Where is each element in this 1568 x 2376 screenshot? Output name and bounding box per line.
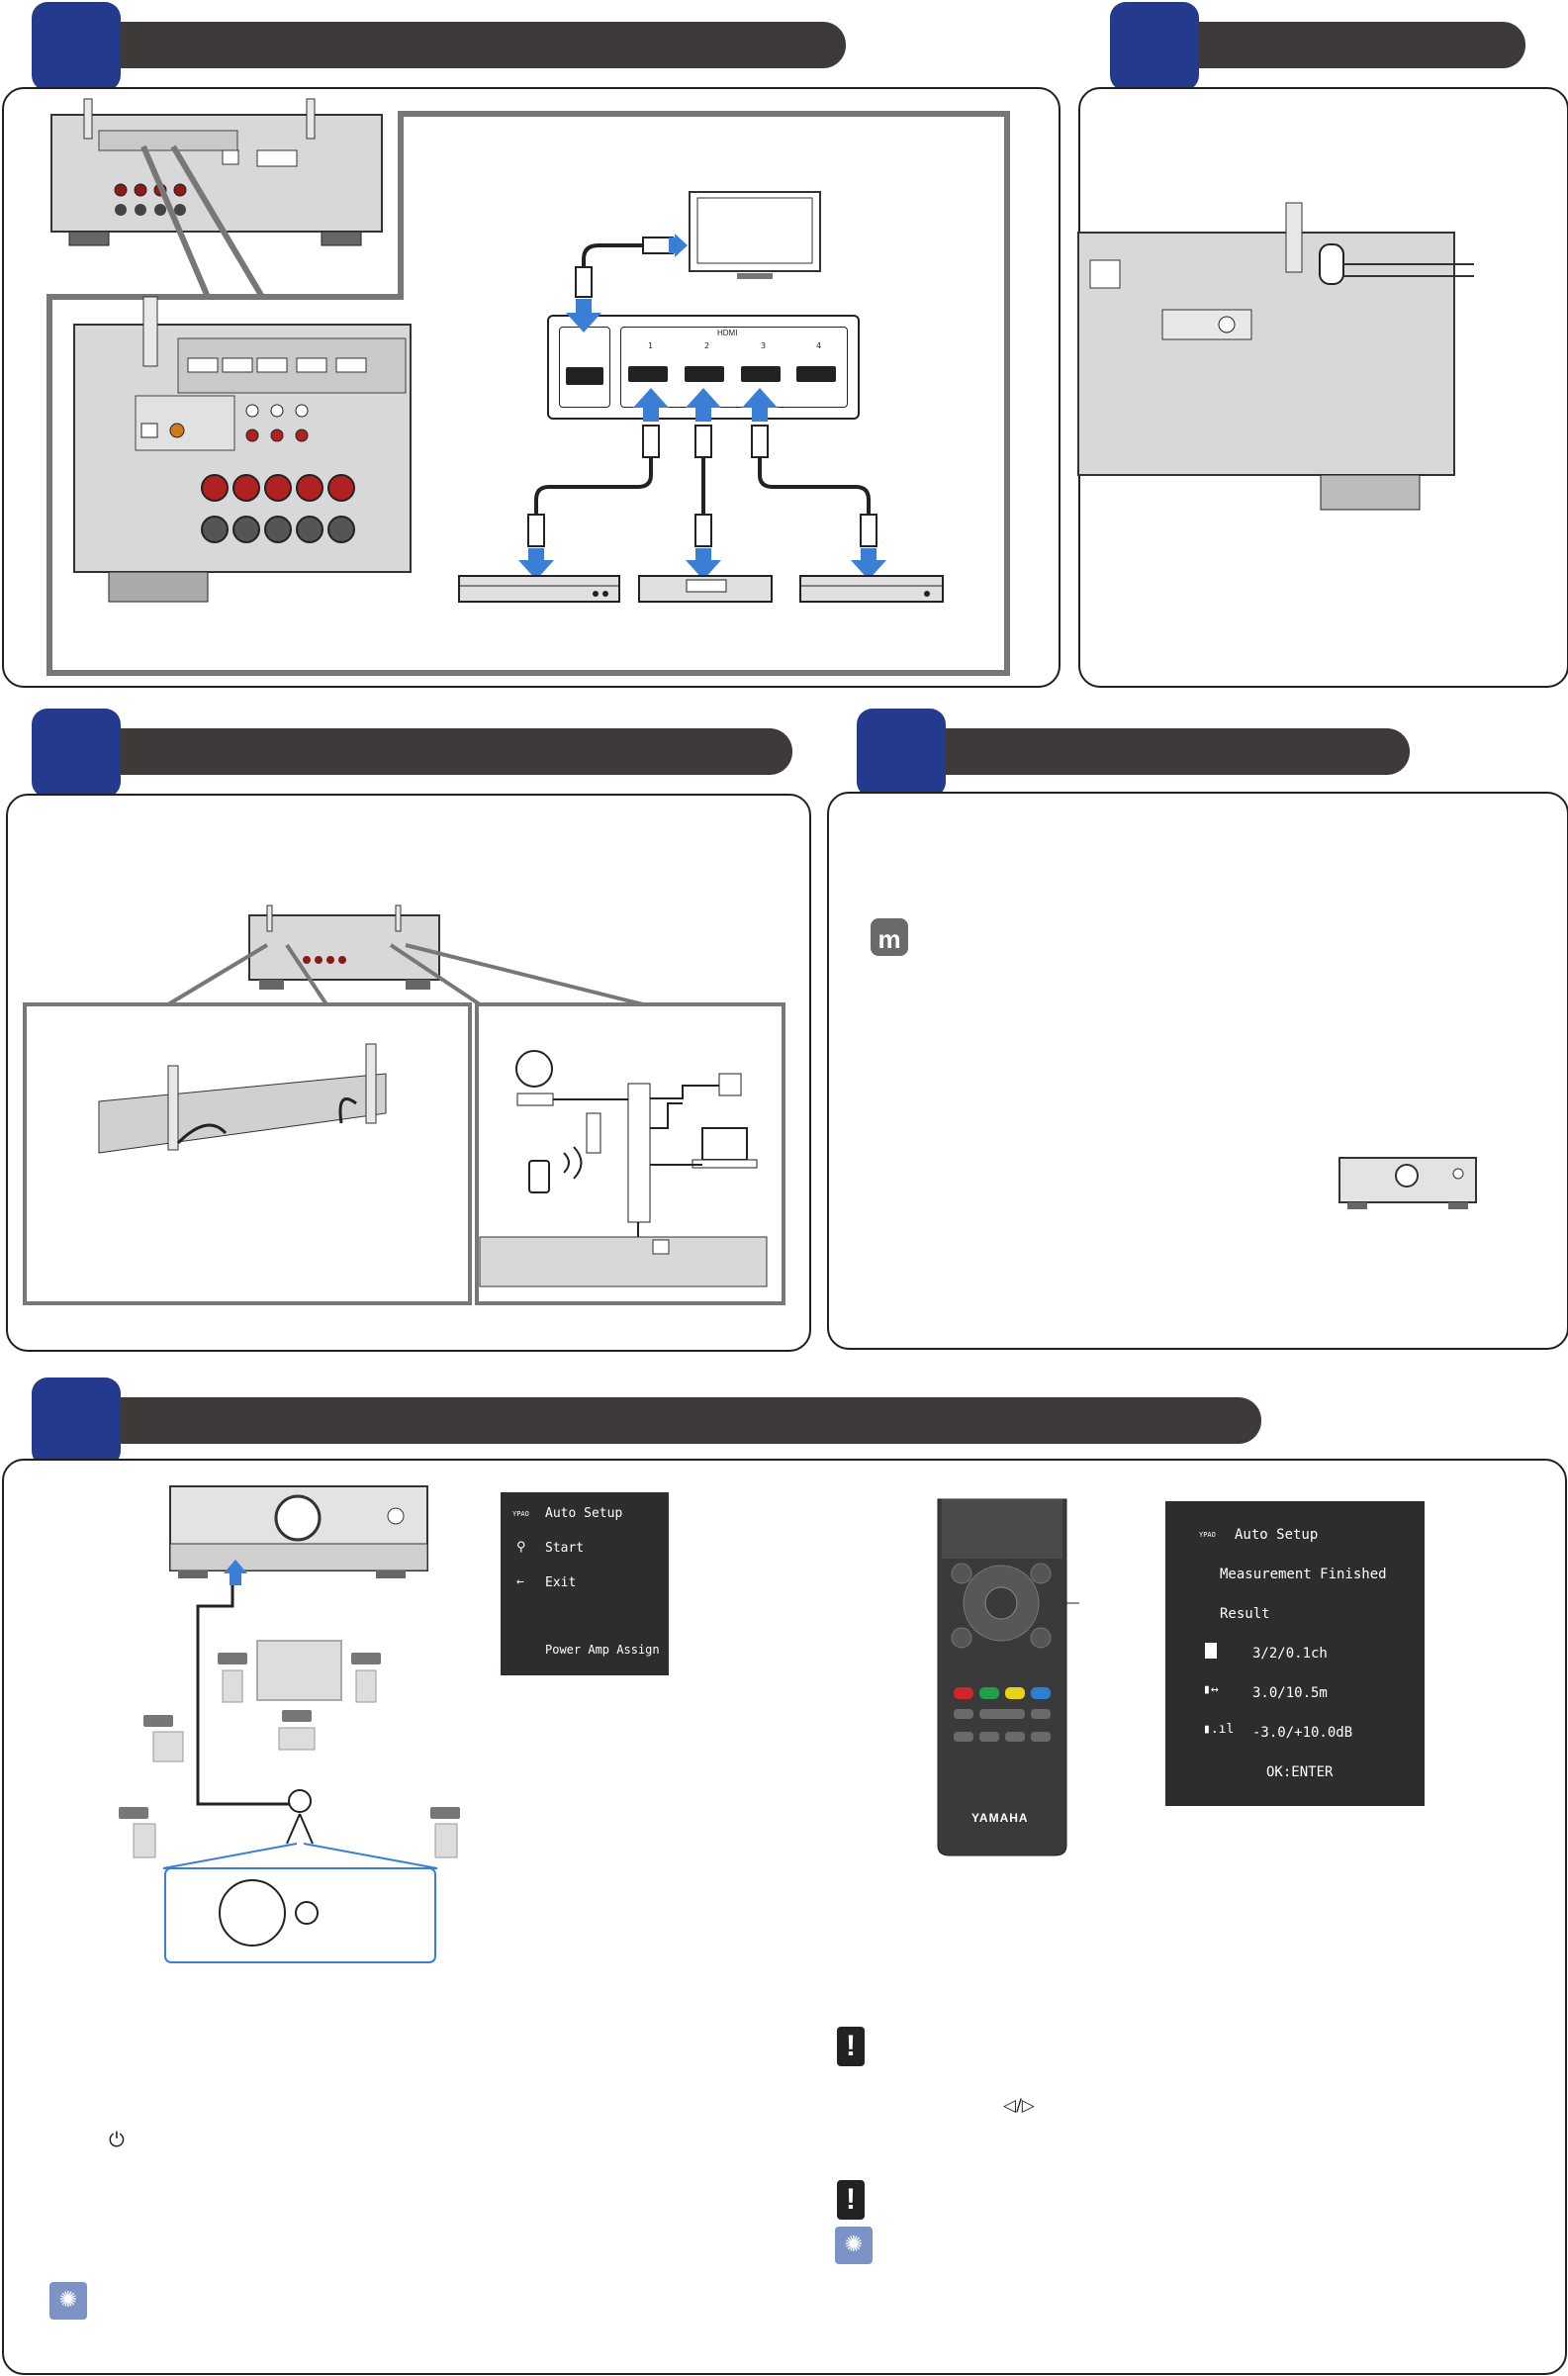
speaker-icon — [1205, 1643, 1217, 1659]
hdmi-number-3: 3 — [761, 341, 767, 350]
hdmi-number-2: 2 — [704, 341, 710, 350]
level-icon: ▮.ıl — [1203, 1722, 1235, 1737]
ypao-logo: YPAO — [512, 1510, 529, 1518]
zoom-lines — [46, 111, 1010, 676]
section5-title-bar — [84, 1397, 1261, 1444]
ok-enter-hint: OK:ENTER — [1266, 1764, 1334, 1780]
exit-icon[interactable]: ← — [516, 1574, 524, 1589]
exit-menu-item[interactable]: Exit — [545, 1575, 577, 1590]
section1-badge — [32, 2, 121, 91]
section2-badge — [1110, 2, 1199, 91]
remote-control — [937, 1498, 1079, 1856]
hdmi-in-box — [620, 327, 848, 408]
receiver-rear-zoom — [73, 296, 412, 603]
result-label: Result — [1220, 1606, 1270, 1622]
exclamation-icon: ! — [837, 2027, 865, 2066]
musiccast-app-icon: m — [871, 918, 908, 956]
section3-title-bar — [84, 728, 792, 775]
start-menu-item[interactable]: Start — [545, 1541, 585, 1556]
bd-player — [458, 575, 620, 603]
receiver-front-small — [1338, 1157, 1477, 1209]
distance-icon: ▮↔ — [1203, 1682, 1219, 1697]
result-ypao-logo: YPAO — [1199, 1531, 1216, 1539]
speaker-layout — [119, 1560, 460, 1963]
auto-setup-screen: YPAO Auto Setup ⚲ Start ← Exit Power Amp… — [501, 1492, 669, 1675]
antenna-detail — [98, 1043, 387, 1154]
network-diagram — [479, 1050, 768, 1287]
receiver-front-ypao — [169, 1485, 428, 1578]
distance-result: 3.0/10.5m — [1252, 1685, 1328, 1701]
hdmi-number-1: 1 — [648, 341, 654, 350]
section4-title-bar — [915, 728, 1410, 775]
lightbulb-icon: ✺ — [835, 2227, 873, 2264]
level-result: -3.0/+10.0dB — [1252, 1725, 1353, 1741]
hdmi-cables — [518, 234, 886, 580]
hdmi-label: HDMI — [717, 329, 738, 337]
result-title: Auto Setup — [1235, 1527, 1319, 1543]
channel-result: 3/2/0.1ch — [1252, 1646, 1328, 1662]
section4-frame — [827, 792, 1568, 1350]
measurement-status: Measurement Finished — [1220, 1567, 1387, 1582]
result-screen: YPAO Auto Setup Measurement Finished Res… — [1165, 1501, 1425, 1806]
section1-title-bar — [84, 22, 846, 68]
section4-badge — [857, 709, 946, 798]
receiver-rear-power — [1077, 202, 1474, 511]
power-amp-assign-item[interactable]: Power Amp Assign — [545, 1643, 660, 1657]
lightbulb-icon-left: ✺ — [49, 2282, 87, 2320]
auto-setup-title: Auto Setup — [545, 1506, 623, 1521]
section5-badge — [32, 1378, 121, 1467]
game-console — [799, 575, 944, 603]
start-icon[interactable]: ⚲ — [516, 1540, 526, 1555]
section3-badge — [32, 709, 121, 798]
cursor-keys-note: ◁/▷ — [1003, 2096, 1035, 2116]
tv-icon — [689, 191, 821, 279]
set-top-box — [638, 575, 773, 603]
receiver-rear-small — [50, 98, 383, 246]
remote-brand-logo: YAMAHA — [971, 1811, 1029, 1825]
section2-title-bar — [1187, 22, 1525, 68]
hdmi-number-4: 4 — [816, 341, 822, 350]
power-icon: ⏻ — [109, 2128, 125, 2151]
exclamation-icon-2: ! — [837, 2180, 865, 2220]
section3-zoom-lines — [23, 943, 785, 1305]
